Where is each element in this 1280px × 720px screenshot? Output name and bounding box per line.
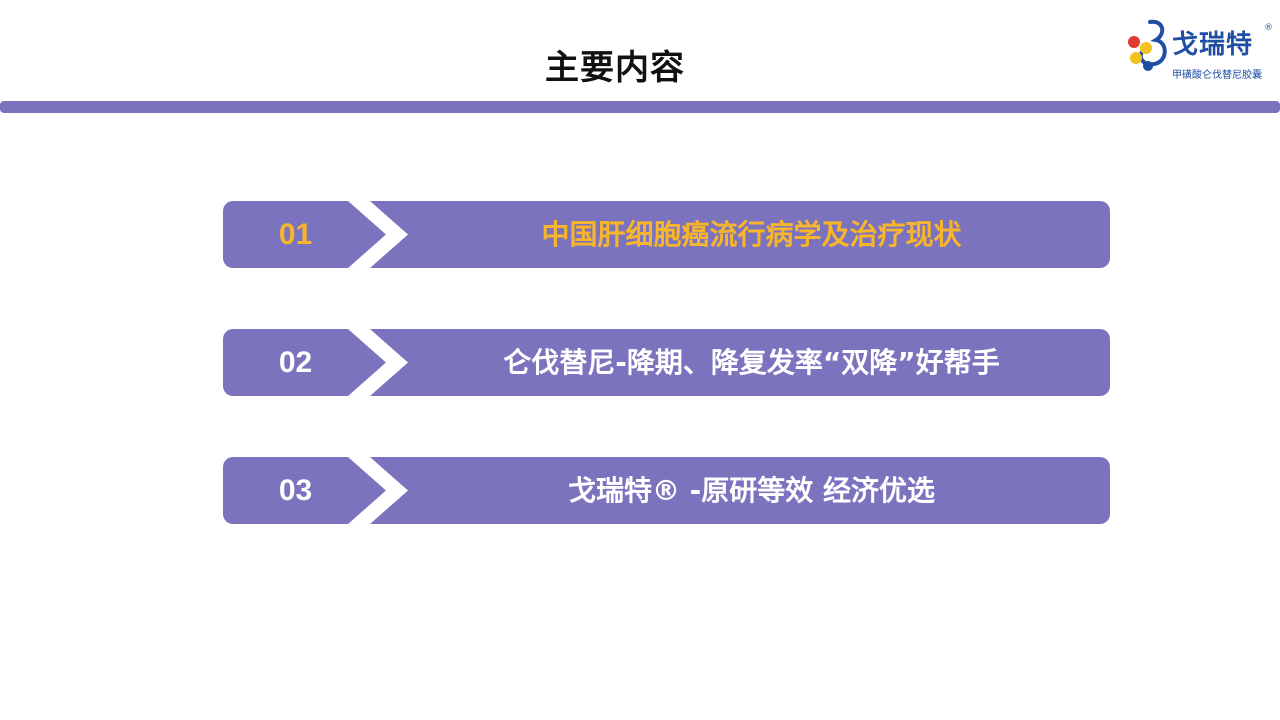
agenda-item-number: 02 — [278, 346, 313, 379]
chevron-right-icon — [348, 201, 408, 268]
agenda-item-number: 03 — [278, 474, 313, 507]
logo-registered-mark: ® — [1264, 23, 1273, 33]
agenda-item-label: 中国肝细胞癌流行病学及治疗现状 — [541, 218, 962, 251]
agenda-item-01[interactable]: 01 中国肝细胞癌流行病学及治疗现状 — [223, 201, 1110, 268]
agenda-item-number: 01 — [278, 218, 313, 251]
chevron-right-icon — [348, 329, 408, 396]
agenda-item-label: 仑伐替尼-降期、降复发率“双降”好帮手 — [503, 346, 1000, 379]
logo-subtitle: 甲磺酸仑伐替尼胶囊 — [1172, 70, 1262, 81]
header-divider — [0, 101, 1280, 113]
agenda-item-02[interactable]: 02 仑伐替尼-降期、降复发率“双降”好帮手 — [223, 329, 1110, 396]
logo: 戈瑞特 ® 甲磺酸仑伐替尼胶囊 — [1124, 18, 1274, 84]
page-title: 主要内容 — [545, 48, 685, 88]
agenda-item-label: 戈瑞特® -原研等效 经济优选 — [567, 474, 936, 507]
chevron-right-icon — [348, 457, 408, 524]
agenda-item-03[interactable]: 03 戈瑞特® -原研等效 经济优选 — [223, 457, 1110, 524]
logo-mark-icon — [1128, 19, 1167, 71]
logo-name: 戈瑞特 — [1172, 30, 1254, 60]
